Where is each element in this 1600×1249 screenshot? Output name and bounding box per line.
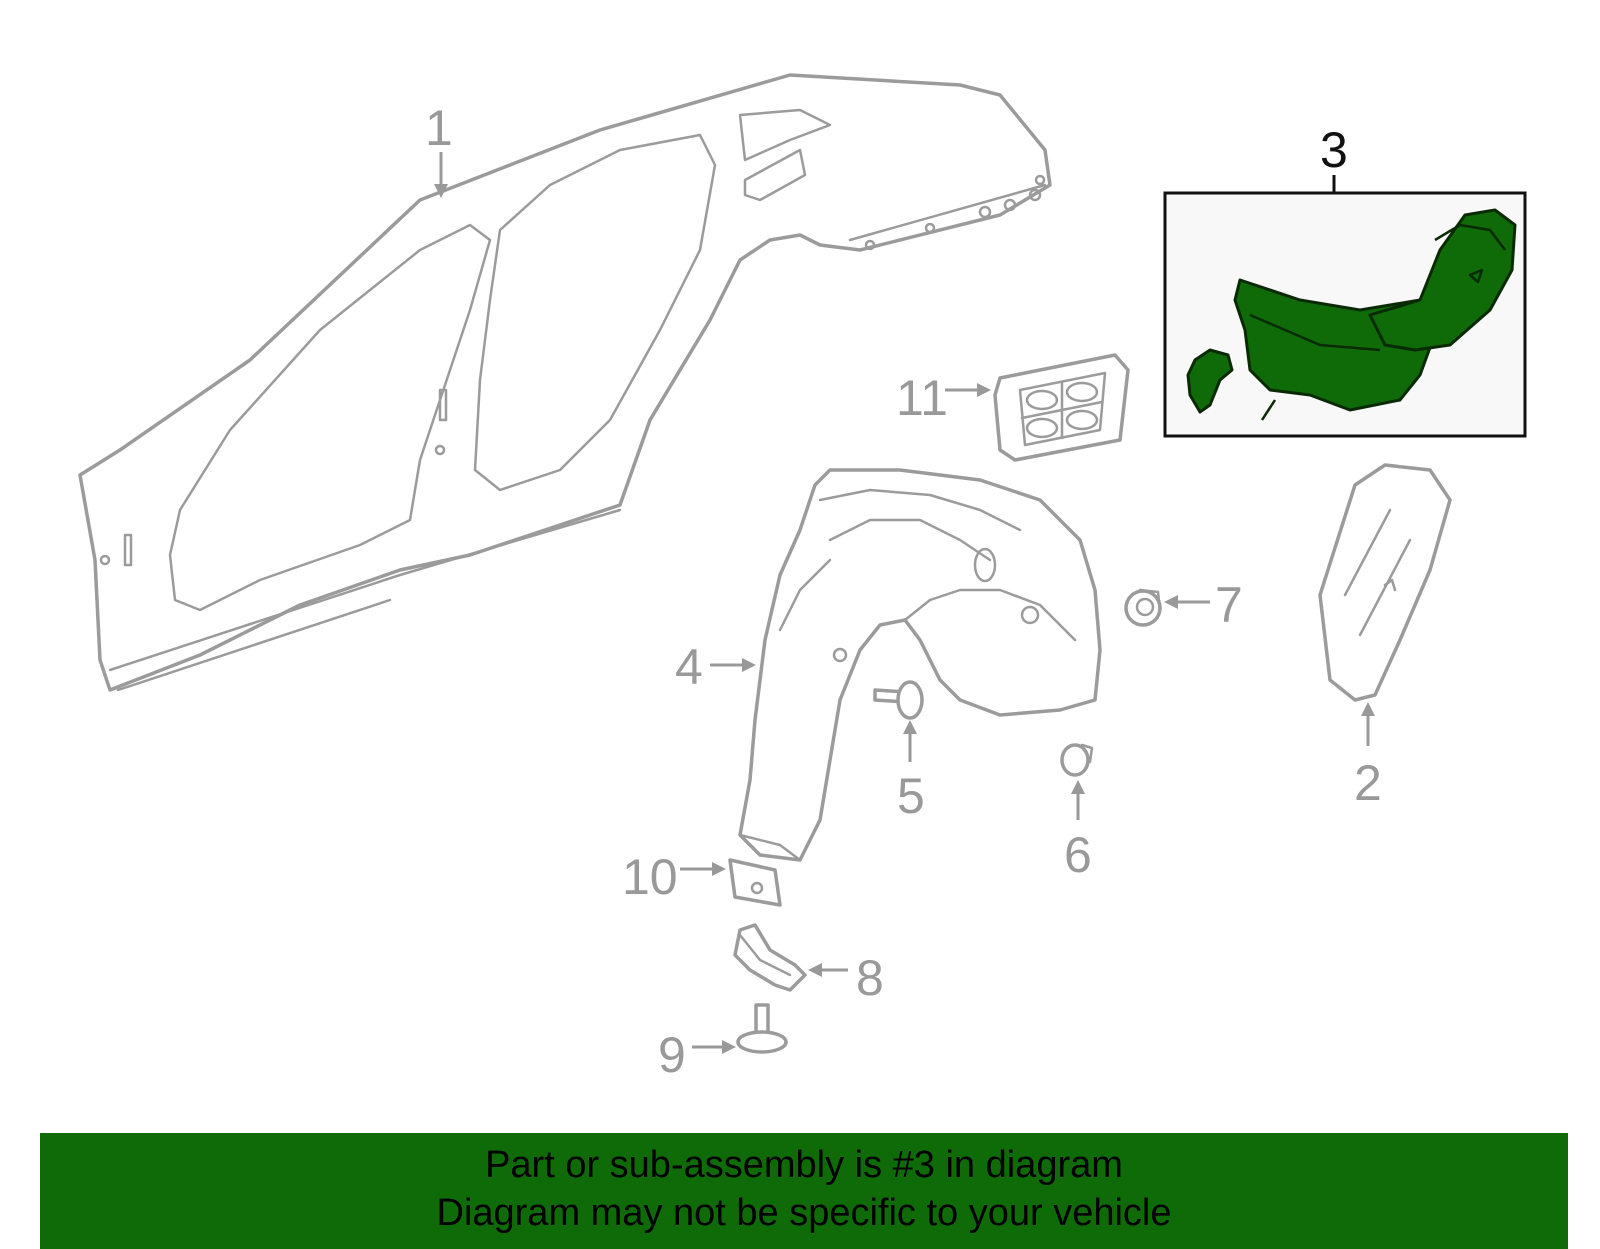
banner-line-2: Diagram may not be specific to your vehi… xyxy=(436,1192,1172,1234)
part-6-clip xyxy=(1060,743,1094,777)
callout-4: 4 xyxy=(675,639,703,695)
leader-2 xyxy=(1361,702,1375,746)
callout-2: 2 xyxy=(1354,755,1382,811)
callout-7: 7 xyxy=(1215,577,1243,633)
leader-9 xyxy=(692,1040,736,1054)
callout-1: 1 xyxy=(425,100,453,156)
callout-6: 6 xyxy=(1064,827,1092,883)
banner-line-1: Part or sub-assembly is #3 in diagram xyxy=(485,1144,1123,1186)
leader-5 xyxy=(903,720,917,762)
part-9-bolt xyxy=(736,1003,788,1054)
info-banner: Part or sub-assembly is #3 in diagram Di… xyxy=(40,1133,1568,1249)
leader-1 xyxy=(434,152,448,198)
callout-5: 5 xyxy=(897,768,925,824)
leader-7 xyxy=(1164,595,1210,609)
callout-9: 9 xyxy=(658,1027,686,1083)
callout-11: 11 xyxy=(896,370,948,426)
part-1-body-side-panel xyxy=(78,73,1052,692)
leader-6 xyxy=(1071,780,1085,820)
leader-10 xyxy=(680,862,726,876)
leader-11 xyxy=(945,383,991,397)
leader-8 xyxy=(808,963,848,977)
part-2-fuel-door xyxy=(1318,463,1452,702)
part-7-grommet xyxy=(1124,588,1162,627)
leader-4 xyxy=(710,658,756,672)
callout-3: 3 xyxy=(1320,122,1348,178)
part-4-wheelhouse-liner xyxy=(738,468,1102,862)
part-11-vent xyxy=(993,353,1130,462)
callout-10: 10 xyxy=(622,849,678,905)
part-10-nut-clip xyxy=(728,858,782,907)
part-3-fuel-filler-housing xyxy=(1186,208,1517,421)
part-8-splash-shield xyxy=(733,923,807,992)
part-5-push-pin xyxy=(873,680,924,720)
callout-8: 8 xyxy=(856,950,884,1006)
